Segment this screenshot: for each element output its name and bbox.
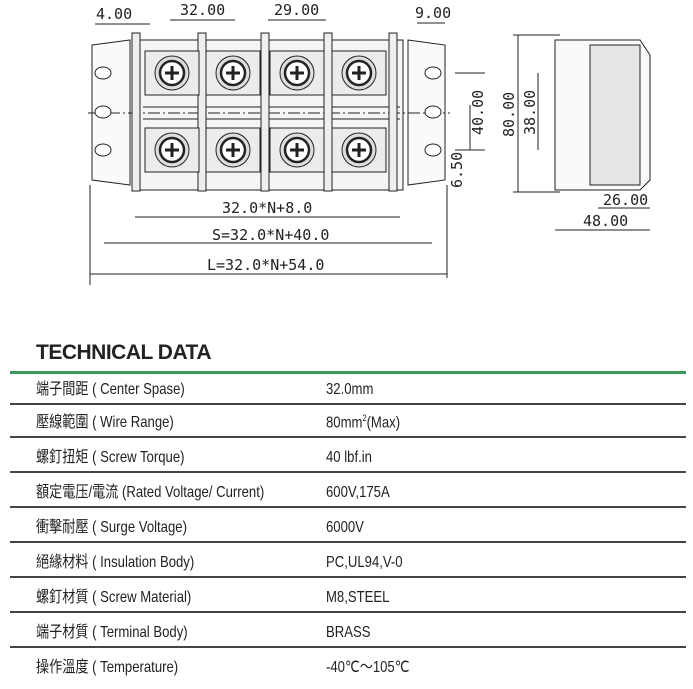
accent-divider	[10, 371, 686, 374]
dim-32: 32.00	[180, 1, 225, 19]
mounting-hole	[424, 105, 442, 119]
spec-row: 衝擊耐壓 ( Surge Voltage) 6000V	[10, 508, 686, 543]
screw-icon	[215, 55, 251, 91]
dim-40: 40.00	[469, 90, 487, 135]
spec-label: 端子材質 ( Terminal Body)	[36, 624, 188, 641]
spec-row: 螺釘扭矩 ( Screw Torque) 40 lbf.in	[10, 438, 686, 473]
spec-value-text: 40 lbf.in	[326, 449, 372, 466]
spec-value-text: M8,STEEL	[326, 589, 390, 606]
screw-icon	[279, 132, 315, 168]
dim-48: 48.00	[583, 212, 628, 230]
spec-row: 壓線範圍 ( Wire Range) 80mm2(Max)	[10, 403, 686, 438]
dim-4: 4.00	[96, 5, 132, 23]
dim-38: 38.00	[521, 90, 539, 135]
spec-row: 操作溫度 ( Temperature) -40℃～105℃	[10, 648, 686, 681]
screw-icon	[154, 132, 190, 168]
spec-value: 40 lbf.in	[326, 449, 372, 467]
barrier	[323, 32, 333, 192]
spec-label: 衝擊耐壓 ( Surge Voltage)	[36, 519, 187, 536]
formula-l: L=32.0*N+54.0	[207, 256, 324, 274]
barrier	[131, 32, 141, 192]
spec-label: 絕緣材料 ( Insulation Body)	[36, 554, 195, 571]
barrier	[260, 32, 270, 192]
mounting-plate	[91, 39, 446, 186]
spec-value-text: -40℃～105℃	[326, 659, 410, 676]
screw-icon	[279, 55, 315, 91]
mounting-hole	[94, 143, 112, 157]
spec-value: BRASS	[326, 624, 370, 642]
spec-value-text: BRASS	[326, 624, 371, 641]
spec-label: 額定電压/電流 (Rated Voltage/ Current)	[36, 484, 265, 501]
spec-value-text: 6000V	[326, 519, 364, 536]
spec-value: 6000V	[326, 519, 364, 537]
mounting-hole	[94, 105, 112, 119]
superscript: 2	[362, 412, 367, 423]
dim-9: 9.00	[415, 4, 451, 22]
formula-pitch: 32.0*N+8.0	[222, 199, 312, 217]
screw-icon	[341, 132, 377, 168]
barrier	[197, 32, 207, 192]
terminal-block-drawing: 4.00 32.00 29.00 9.00 40.00 6.50 32.0*N+…	[88, 1, 651, 285]
mounting-hole	[94, 66, 112, 80]
spec-label: 螺釘扭矩 ( Screw Torque)	[36, 449, 185, 466]
spec-row: 額定電压/電流 (Rated Voltage/ Current) 600V,175…	[10, 473, 686, 508]
spec-value: -40℃～105℃	[326, 653, 409, 677]
dim-29: 29.00	[274, 1, 319, 19]
spec-row: 端子材質 ( Terminal Body) BRASS	[10, 613, 686, 648]
dim-26: 26.00	[603, 191, 648, 209]
spec-value: PC,UL94,V-0	[326, 554, 403, 572]
section-title: TECHNICAL DATA	[36, 341, 212, 364]
spec-suffix: (Max)	[366, 414, 401, 431]
spec-row: 螺釘材質 ( Screw Material) M8,STEEL	[10, 578, 686, 613]
spec-value: 32.0mm	[326, 381, 373, 399]
mounting-hole	[424, 66, 442, 80]
spec-row: 端子間距 ( Center Spase) 32.0mm	[10, 374, 686, 405]
spec-value: 600V,175A	[326, 484, 390, 502]
spec-label: 端子間距 ( Center Spase)	[36, 381, 185, 398]
spec-row: 絕緣材料 ( Insulation Body) PC,UL94,V-0	[10, 543, 686, 578]
spec-value-text: 600V,175A	[326, 484, 390, 501]
dim-6-5: 6.50	[448, 152, 466, 188]
spec-value: M8,STEEL	[326, 589, 389, 607]
spec-value-text: PC,UL94,V-0	[326, 554, 403, 571]
spec-label: 操作溫度 ( Temperature)	[36, 659, 179, 676]
screw-icon	[215, 132, 251, 168]
spec-label: 壓線範圍 ( Wire Range)	[36, 414, 174, 431]
formula-s: S=32.0*N+40.0	[212, 226, 329, 244]
spec-label: 螺釘材質 ( Screw Material)	[36, 589, 192, 606]
mounting-hole	[424, 143, 442, 157]
screw-icon	[341, 55, 377, 91]
dim-80: 80.00	[500, 92, 518, 137]
spec-value-text: 32.0mm	[326, 381, 374, 398]
screw-icon	[154, 55, 190, 91]
spec-value: 80mm2(Max)	[326, 413, 400, 432]
spec-value-text: 80mm	[326, 414, 363, 431]
barrier	[388, 32, 398, 192]
